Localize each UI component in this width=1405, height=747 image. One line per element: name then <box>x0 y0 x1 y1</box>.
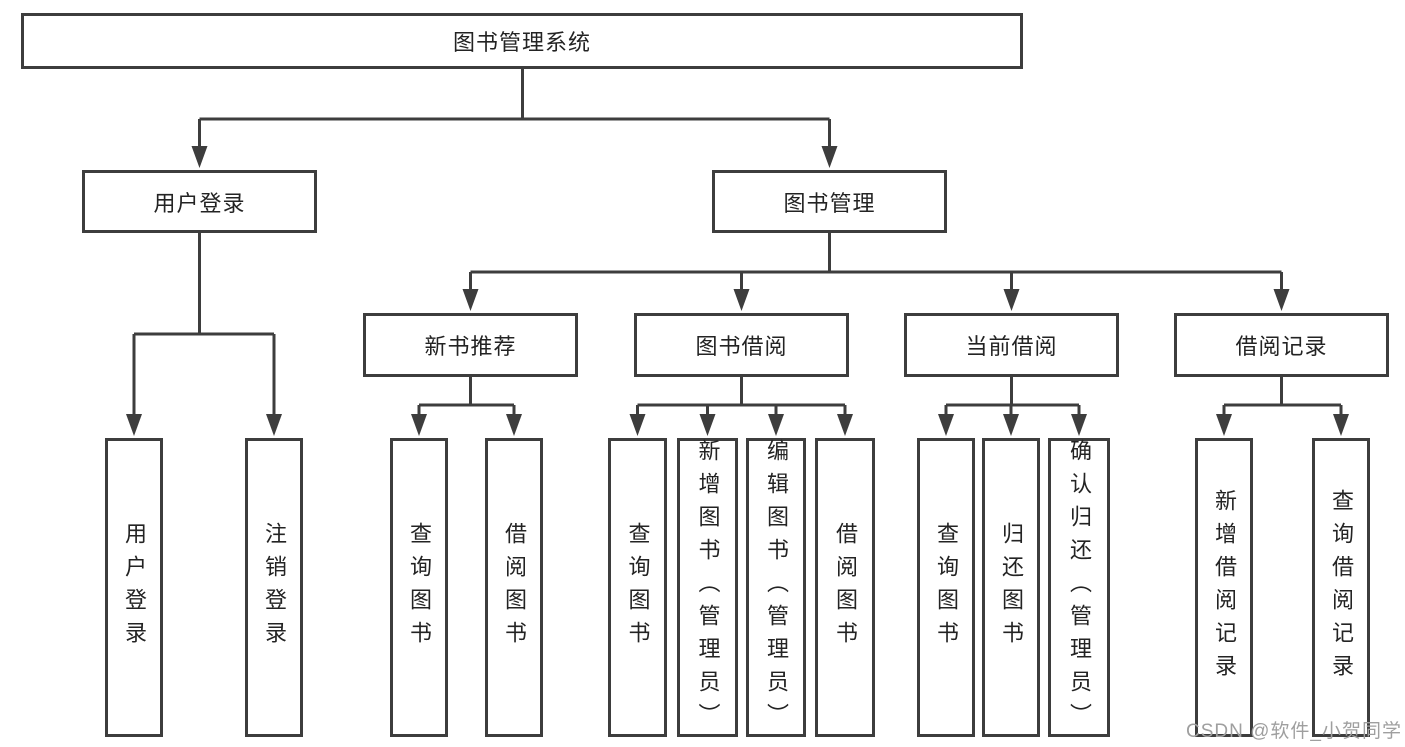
connector-book-management-to-level3 <box>462 233 1290 311</box>
leaf-query-books-borrow: 查询图书 <box>608 438 667 737</box>
leaf-label: 新增图书（管理员） <box>695 439 721 736</box>
node-label: 用户登录 <box>153 190 246 216</box>
leaf-label: 归还图书 <box>999 521 1024 654</box>
node-label: 当前借阅 <box>965 334 1058 359</box>
leaf-borrow-books: 借阅图书 <box>815 438 875 737</box>
leaf-query-books-current: 查询图书 <box>917 438 975 737</box>
node-label: 图书管理系统 <box>452 30 591 55</box>
node-current-borrow: 当前借阅 <box>904 313 1119 377</box>
leaf-add-borrow-record: 新增借阅记录 <box>1195 438 1253 737</box>
leaf-label: 查询借阅记录 <box>1329 488 1354 687</box>
leaf-query-books-recommend: 查询图书 <box>390 438 448 737</box>
node-borrow-records: 借阅记录 <box>1174 313 1389 377</box>
leaf-query-borrow-record: 查询借阅记录 <box>1312 438 1370 737</box>
watermark: CSDN @软件_小贺同学 <box>1186 721 1402 742</box>
connector-borrow-records-to-leaves <box>1216 377 1349 436</box>
node-label: 图书借阅 <box>695 334 788 359</box>
leaf-label: 新增借阅记录 <box>1212 488 1237 687</box>
leaf-label: 查询图书 <box>625 521 651 654</box>
node-label: 借阅记录 <box>1235 334 1328 359</box>
leaf-borrow-books-recommend: 借阅图书 <box>485 438 543 737</box>
node-label: 新书推荐 <box>424 334 517 359</box>
node-label: 图书管理 <box>783 190 876 216</box>
leaf-label: 查询图书 <box>407 521 432 654</box>
node-new-book-recommend: 新书推荐 <box>363 313 578 377</box>
leaf-label: 借阅图书 <box>833 521 858 654</box>
connector-user-login-to-children <box>126 233 282 436</box>
leaf-label: 编辑图书（管理员） <box>764 439 789 736</box>
leaf-label: 注销登录 <box>262 521 287 654</box>
node-book-borrow: 图书借阅 <box>634 313 849 377</box>
leaf-user-login: 用户登录 <box>105 438 163 737</box>
node-user-login: 用户登录 <box>82 170 317 233</box>
leaf-label: 确认归还（管理员） <box>1067 439 1092 736</box>
connector-root-to-level2 <box>191 69 838 168</box>
leaf-add-books-admin: 新增图书（管理员） <box>677 438 738 737</box>
leaf-label: 用户登录 <box>122 521 147 654</box>
leaf-logout: 注销登录 <box>245 438 303 737</box>
leaf-label: 查询图书 <box>934 521 959 654</box>
leaf-label: 借阅图书 <box>502 521 527 654</box>
node-library-management-system: 图书管理系统 <box>21 13 1023 69</box>
leaf-return-books: 归还图书 <box>982 438 1040 737</box>
node-book-management: 图书管理 <box>712 170 947 233</box>
connector-new-book-recommend-to-leaves <box>411 377 522 436</box>
leaf-edit-books-admin: 编辑图书（管理员） <box>746 438 806 737</box>
connector-current-borrow-to-leaves <box>938 377 1087 436</box>
connector-book-borrow-to-leaves <box>629 377 853 436</box>
leaf-confirm-return-admin: 确认归还（管理员） <box>1048 438 1110 737</box>
